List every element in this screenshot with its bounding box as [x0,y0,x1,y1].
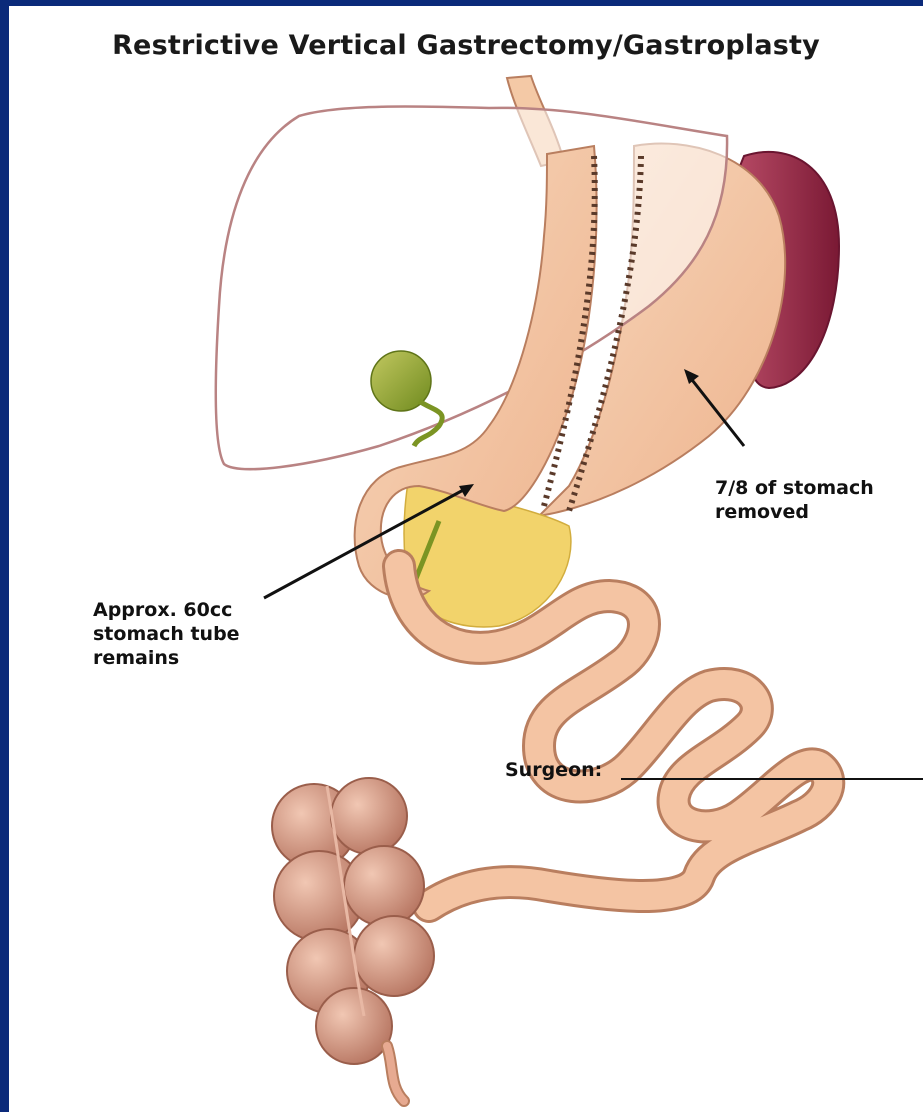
label-stomach-tube-remains: Approx. 60cc stomach tube remains [93,598,240,670]
label-surgeon: Surgeon: [505,758,602,782]
colon [272,778,434,1101]
diagram-canvas: Restrictive Vertical Gastrectomy/Gastrop… [9,6,923,1112]
label-stomach-removed: 7/8 of stomach removed [715,476,874,524]
surgeon-signature-line[interactable] [621,778,923,780]
anatomy-illustration [9,6,923,1112]
